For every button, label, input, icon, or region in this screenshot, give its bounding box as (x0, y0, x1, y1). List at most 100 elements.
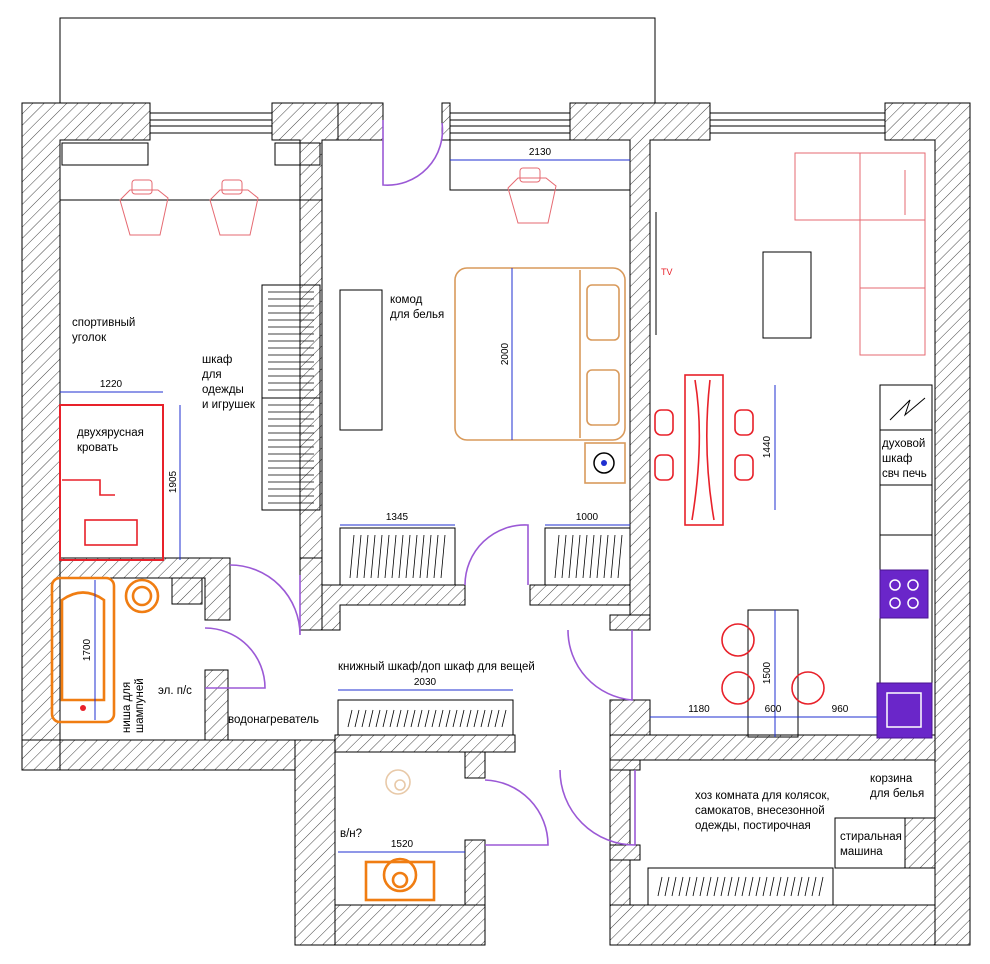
hanger-line (363, 534, 369, 579)
hanger-line (440, 534, 446, 579)
hanger-line (389, 709, 395, 728)
hanger-line (713, 876, 719, 897)
hanger-line (596, 534, 602, 579)
dim-1220: 1220 (100, 379, 123, 390)
hanger-line (790, 876, 796, 897)
hanger-line (445, 709, 451, 728)
hanger-line (410, 709, 416, 728)
balcony-outline (59, 17, 656, 103)
label-bookcase: книжный шкаф/доп шкаф для вещей (338, 661, 535, 673)
bar-counter (721, 609, 825, 738)
hanger-line (473, 709, 479, 728)
hanger-line (361, 709, 367, 728)
hanger-line (412, 534, 418, 579)
double-bed (454, 267, 626, 484)
hanger-line (734, 876, 740, 897)
hanger-line (603, 534, 609, 579)
dresser (339, 289, 383, 431)
hanger-line (797, 876, 803, 897)
hanger-line (466, 709, 472, 728)
hanger-line (426, 534, 432, 579)
label-storage: хоз комната для колясок, самокатов, внес… (695, 790, 833, 832)
hanger-line (396, 709, 402, 728)
hanger-line (685, 876, 691, 897)
walls (21, 102, 971, 946)
hanger-line (575, 534, 581, 579)
label-oven: духовой шкаф свч печь (882, 438, 928, 480)
bunk-bed (59, 404, 164, 561)
hanger-line (431, 709, 437, 728)
hanger-lines (268, 291, 824, 897)
hanger-line (678, 876, 684, 897)
hanger-line (671, 876, 677, 897)
corner-sofa (794, 152, 926, 356)
hanger-line (438, 709, 444, 728)
hanger-line (720, 876, 726, 897)
hanger-line (582, 534, 588, 579)
label-shampoo-niche: ниша для шампуней (121, 678, 146, 733)
hanger-line (818, 876, 824, 897)
washing-machine (834, 817, 936, 869)
dim-2130: 2130 (529, 147, 552, 158)
dim-2030: 2030 (414, 677, 437, 688)
windows (149, 112, 886, 134)
hanger-line (589, 534, 595, 579)
dimension-lines (60, 159, 877, 853)
hanger-line (356, 534, 362, 579)
label-wc: в/н? (340, 828, 362, 840)
hanger-line (419, 534, 425, 579)
label-sport-corner: спортивный уголок (72, 317, 139, 344)
hanger-line (692, 876, 698, 897)
hanger-line (783, 876, 789, 897)
label-dresser: комод для белья (390, 294, 444, 321)
hanger-line (657, 876, 663, 897)
label-washing-machine: стиральная машина (840, 831, 905, 858)
washbasin-bath (124, 577, 203, 614)
hanger-line (741, 876, 747, 897)
hanger-line (459, 709, 465, 728)
hanger-line (405, 534, 411, 579)
wc-sink (385, 769, 411, 795)
hanger-line (377, 534, 383, 579)
dim-1345: 1345 (386, 512, 409, 523)
hanger-line (776, 876, 782, 897)
kitchen-counter (876, 384, 933, 739)
hanger-line (664, 876, 670, 897)
dim-1700: 1700 (82, 638, 93, 661)
hanger-line (762, 876, 768, 897)
hanger-line (706, 876, 712, 897)
hanger-line (755, 876, 761, 897)
hanger-line (417, 709, 423, 728)
toilet (364, 857, 436, 902)
bathtub (50, 576, 116, 724)
hanger-line (699, 876, 705, 897)
dim-1905: 1905 (168, 470, 179, 493)
label-laundry-basket: корзина для белья (870, 773, 924, 800)
dining-table (654, 374, 754, 526)
armchairs (119, 167, 557, 236)
hanger-line (487, 709, 493, 728)
hanger-line (480, 709, 486, 728)
hanger-line (748, 876, 754, 897)
hanger-line (554, 534, 560, 579)
hanger-line (452, 709, 458, 728)
hanger-line (368, 709, 374, 728)
hanger-line (370, 534, 376, 579)
label-electric-panel: эл. п/с (158, 685, 192, 697)
label-bunk-bed: двухярусная кровать (77, 427, 147, 454)
hanger-line (403, 709, 409, 728)
label-wardrobe: шкаф для одежды и игрушек (202, 354, 256, 411)
hanger-line (568, 534, 574, 579)
coffee-table (762, 251, 812, 339)
hanger-line (398, 534, 404, 579)
hanger-line (391, 534, 397, 579)
doors (204, 120, 636, 846)
wardrobe-kids (261, 284, 321, 511)
label-tv: TV (661, 267, 673, 277)
hanger-line (433, 534, 439, 579)
hanger-line (727, 876, 733, 897)
label-water-heater: водонагреватель (228, 714, 319, 726)
dim-600: 600 (765, 704, 782, 715)
dim-1180: 1180 (688, 704, 710, 715)
